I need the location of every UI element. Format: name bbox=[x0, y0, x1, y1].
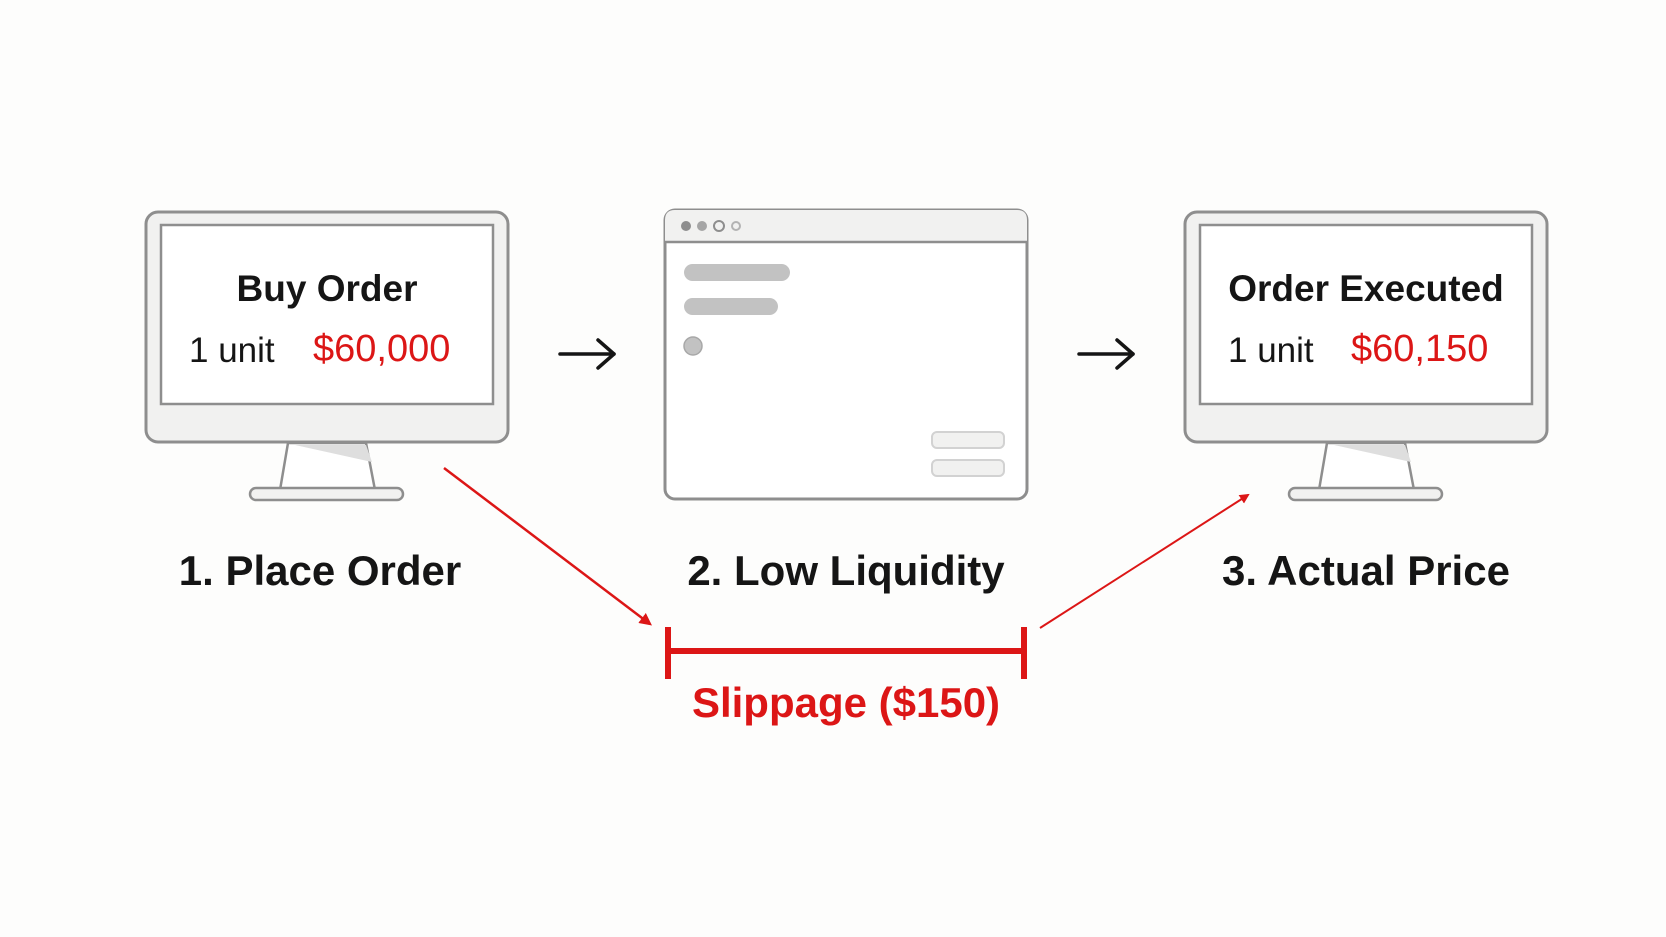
flow-arrow-icon bbox=[558, 338, 616, 370]
slippage-range-bar bbox=[665, 627, 1027, 679]
step-label-place-order: 1. Place Order bbox=[178, 547, 462, 594]
flow-arrow-icon bbox=[1077, 338, 1135, 370]
slippage-label: Slippage ($150) bbox=[691, 679, 1001, 726]
slippage-arrow-in bbox=[443, 467, 652, 626]
window-dot-icon bbox=[697, 221, 707, 231]
buy-order-quantity: 1 unit bbox=[189, 331, 275, 370]
order-executed-price: $60,150 bbox=[1351, 328, 1489, 370]
window-dot-icon bbox=[681, 221, 691, 231]
step-label-actual-price: 3. Actual Price bbox=[1222, 547, 1510, 594]
buy-order-title: Buy Order bbox=[236, 268, 418, 309]
monitor-icon-order-executed bbox=[1183, 210, 1549, 502]
monitor-icon-buy-order bbox=[144, 210, 510, 502]
browser-window-icon bbox=[663, 208, 1029, 501]
buy-order-price: $60,000 bbox=[313, 328, 451, 370]
step-label-low-liquidity: 2. Low Liquidity bbox=[687, 547, 1005, 594]
order-executed-quantity: 1 unit bbox=[1228, 331, 1314, 370]
slippage-arrow-out bbox=[1039, 493, 1250, 629]
order-executed-title: Order Executed bbox=[1228, 268, 1504, 309]
